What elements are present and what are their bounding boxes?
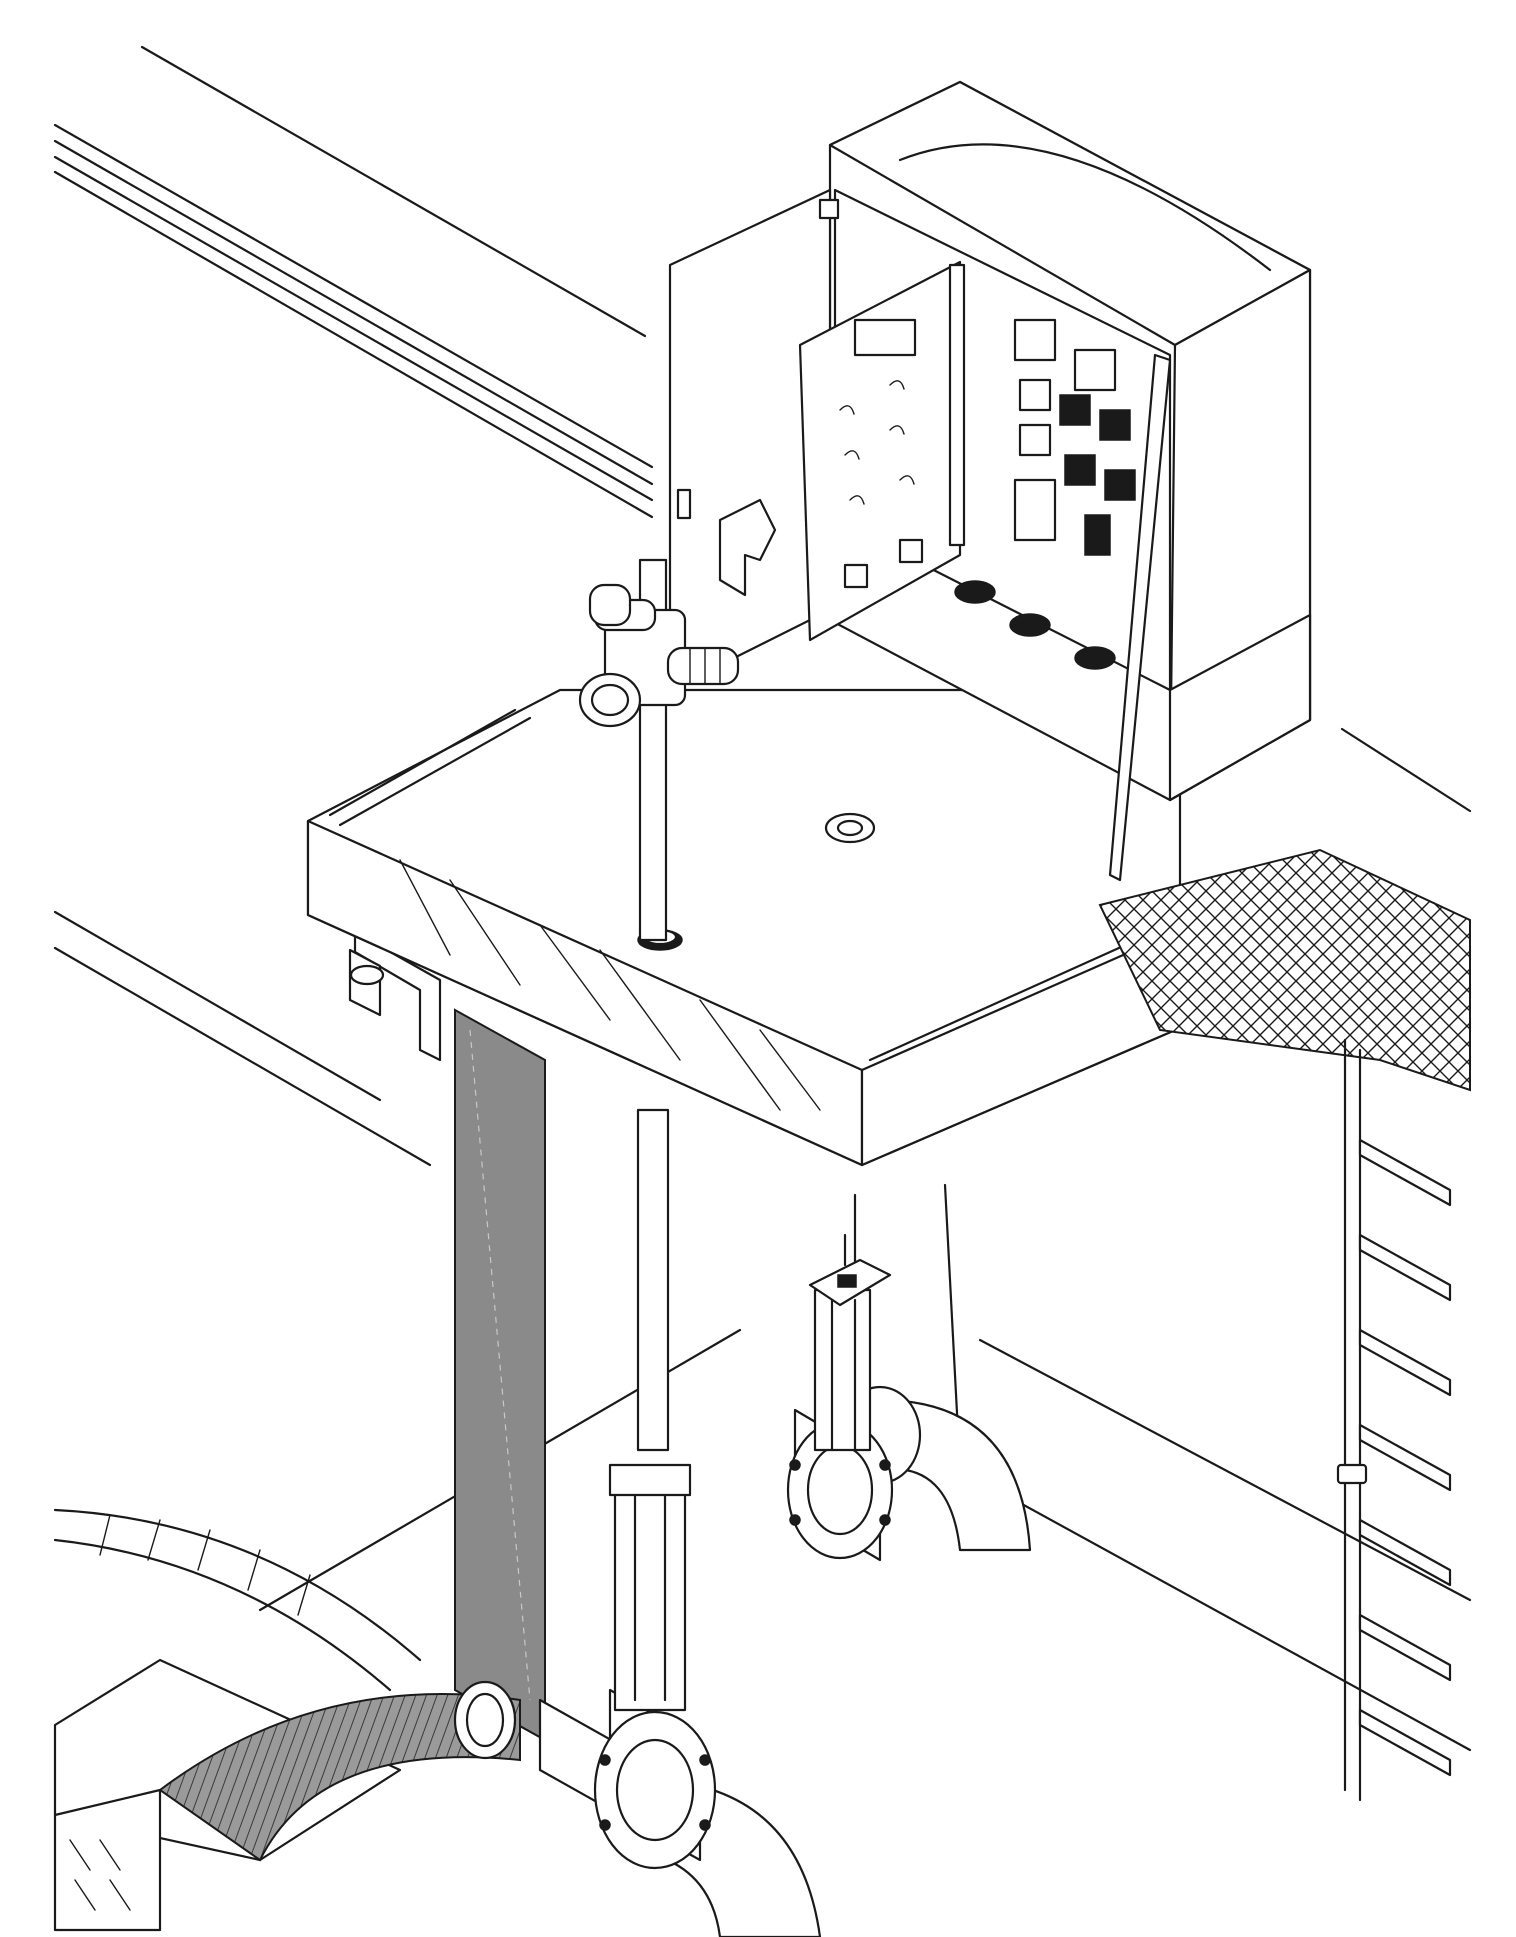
wall-bracket — [348, 930, 442, 1062]
lower-pipework — [453, 1233, 1032, 1937]
access-ladder — [1336, 1038, 1452, 1802]
overhead-conduits — [53, 45, 1472, 813]
cable-duct — [454, 1008, 546, 1742]
concrete-slab — [306, 688, 1182, 1167]
floor-grating — [1098, 848, 1471, 1092]
top-valve — [578, 583, 740, 728]
control-cabinet — [668, 80, 1312, 882]
trench-wall — [53, 1508, 521, 1932]
